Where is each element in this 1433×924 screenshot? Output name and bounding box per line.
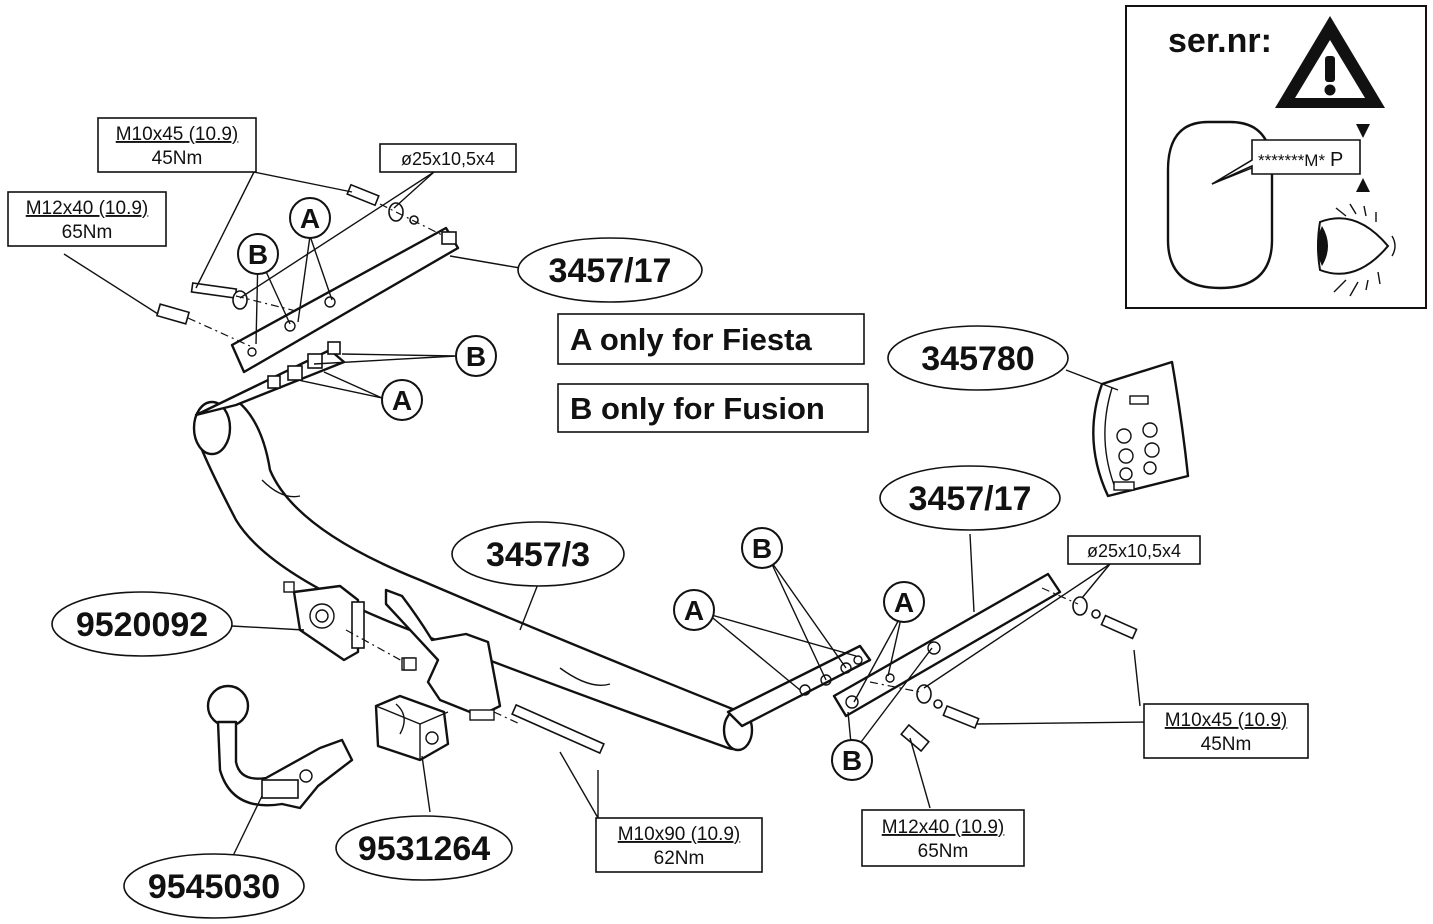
socket-plate-part — [283, 581, 365, 662]
svg-text:B: B — [842, 745, 862, 776]
svg-text:ø25x10,5x4: ø25x10,5x4 — [401, 149, 495, 169]
svg-text:9520092: 9520092 — [76, 606, 208, 644]
tow-ball-part — [206, 684, 354, 810]
svg-text:9545030: 9545030 — [148, 868, 280, 906]
oval-label-socket-plate: 9520092 — [51, 591, 233, 657]
svg-text:345780: 345780 — [921, 340, 1034, 378]
washer-box-right: ø25x10,5x4 — [1067, 535, 1201, 565]
svg-text:65Nm: 65Nm — [918, 841, 969, 862]
svg-text:ø25x10,5x4: ø25x10,5x4 — [1087, 541, 1181, 561]
oval-label-bolt-kit: 345780 — [887, 325, 1069, 391]
marker-a-right-crossbar: A — [883, 581, 925, 623]
svg-text:M12x40 (10.9): M12x40 (10.9) — [26, 198, 149, 219]
left-crossbar-part — [230, 226, 460, 389]
svg-text:A: A — [392, 385, 412, 416]
leader-lines — [63, 171, 1151, 863]
marker-b-top-left: B — [237, 233, 279, 275]
svg-text:A only for Fiesta: A only for Fiesta — [570, 322, 812, 357]
oval-label-clamp-block: 9531264 — [335, 815, 513, 881]
svg-text:3457/17: 3457/17 — [909, 480, 1032, 518]
svg-text:M10x45 (10.9): M10x45 (10.9) — [1165, 710, 1288, 731]
svg-text:B: B — [248, 239, 268, 270]
right-crossbar-part — [832, 572, 1062, 718]
oval-label-crossbar-right: 3457/17 — [879, 465, 1061, 531]
spec-box-m10x45-right: M10x45 (10.9) 45Nm — [1143, 703, 1309, 759]
svg-text:3457/3: 3457/3 — [486, 536, 590, 574]
serial-code-letter: P — [1330, 149, 1343, 171]
oval-label-tow-ball: 9545030 — [123, 853, 305, 919]
svg-text:45Nm: 45Nm — [1201, 734, 1252, 755]
svg-text:A: A — [684, 595, 704, 626]
clamp-block-part — [374, 694, 450, 762]
spec-box-m10x90: M10x90 (10.9) 62Nm — [595, 817, 763, 873]
marker-b-right-crossbar: B — [831, 739, 873, 781]
svg-text:M10x45 (10.9): M10x45 (10.9) — [116, 124, 239, 145]
marker-a-top-left: A — [289, 197, 331, 239]
spec-box-m10x45-left: M10x45 (10.9) 45Nm — [97, 117, 257, 173]
svg-text:B only for Fusion: B only for Fusion — [570, 391, 825, 426]
svg-text:A: A — [300, 203, 320, 234]
serial-label: ser.nr: — [1168, 22, 1272, 60]
note-fusion: B only for Fusion — [557, 383, 869, 433]
note-fiesta: A only for Fiesta — [557, 313, 865, 365]
svg-text:B: B — [466, 341, 486, 372]
svg-text:B: B — [752, 533, 772, 564]
spec-box-m12x40-right: M12x40 (10.9) 65Nm — [861, 809, 1025, 867]
spec-box-m12x40-left: M12x40 (10.9) 65Nm — [7, 191, 167, 247]
warning-triangle-icon — [1275, 16, 1385, 108]
oval-label-main-bar: 3457/3 — [451, 521, 625, 587]
serial-code-stars: *******M* — [1258, 151, 1325, 170]
serial-code-tag: *******M* P — [1211, 124, 1370, 192]
marker-a-right-arm: A — [673, 589, 715, 631]
marker-a-left-plate: A — [381, 379, 423, 421]
svg-text:62Nm: 62Nm — [654, 848, 705, 869]
svg-text:M10x90 (10.9): M10x90 (10.9) — [618, 824, 741, 845]
svg-text:45Nm: 45Nm — [152, 148, 203, 169]
svg-text:A: A — [894, 587, 914, 618]
eye-icon — [1317, 203, 1396, 297]
serial-number-inset: ser.nr: *******M* P — [1125, 5, 1427, 309]
svg-text:9531264: 9531264 — [358, 830, 490, 868]
oval-label-crossbar-left: 3457/17 — [517, 237, 703, 303]
svg-text:65Nm: 65Nm — [62, 222, 113, 243]
washer-box-left: ø25x10,5x4 — [379, 143, 517, 173]
svg-text:3457/17: 3457/17 — [549, 252, 672, 290]
marker-b-left-plate: B — [455, 335, 497, 377]
alignment-lines — [187, 203, 1079, 725]
marker-b-right-arm: B — [741, 527, 783, 569]
svg-text:M12x40 (10.9): M12x40 (10.9) — [882, 817, 1005, 838]
bolt-kit-part — [1092, 360, 1190, 498]
